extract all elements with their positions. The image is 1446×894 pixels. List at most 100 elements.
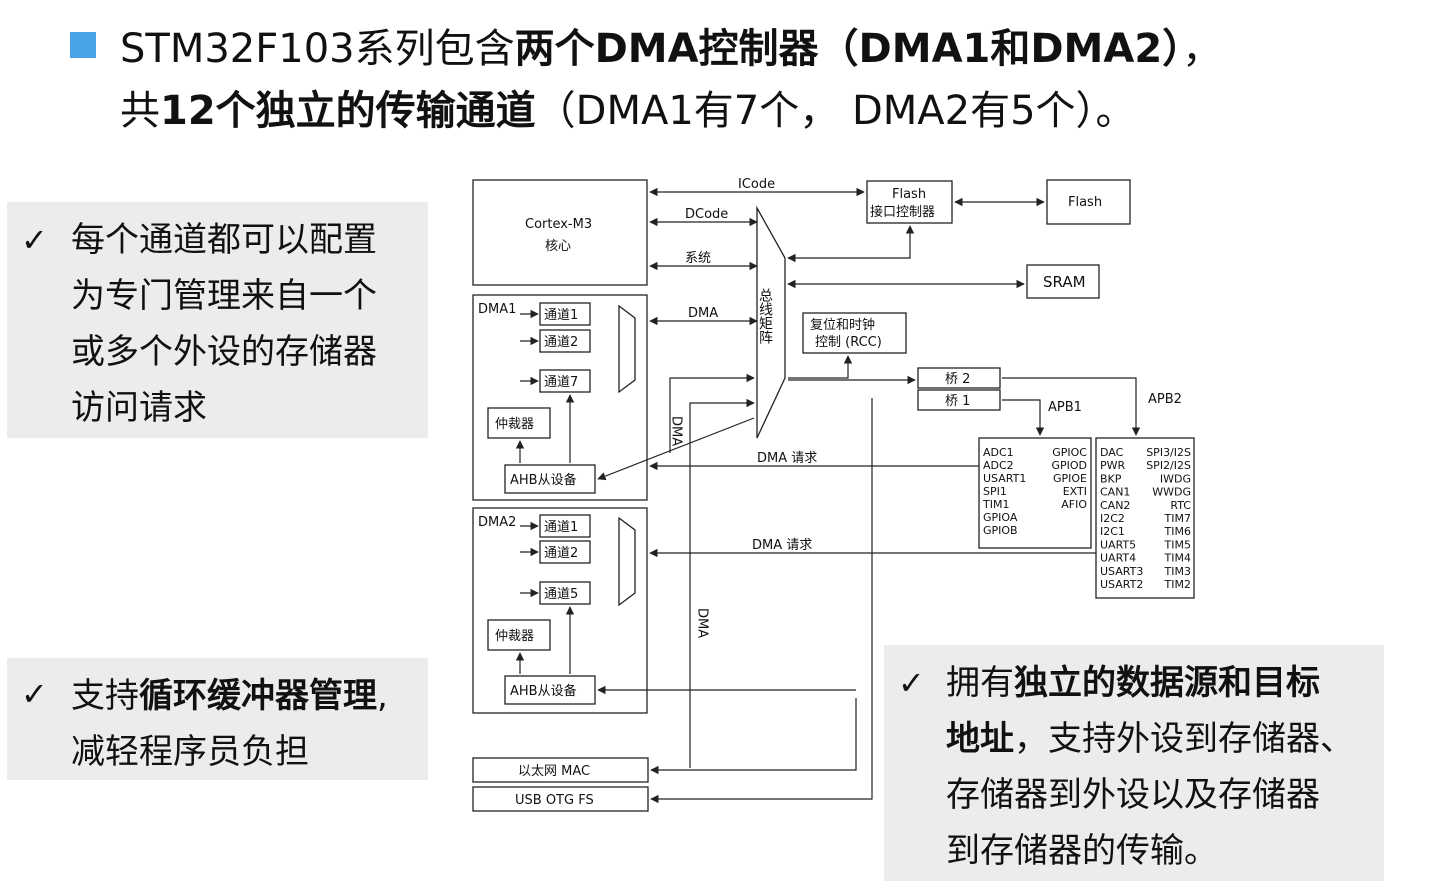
flash-ctrl-bus-arrow	[787, 225, 915, 263]
ethernet-mac-box	[472, 757, 649, 783]
apb-peripheral-label: ADC1	[983, 446, 1014, 459]
dma2-ahb-label: AHB从设备	[510, 683, 577, 699]
ahb-slave1-arrow	[597, 417, 755, 481]
apb-peripheral-label: SPI2/I2S	[1146, 459, 1191, 472]
apb-peripheral-label: RTC	[1170, 499, 1191, 512]
callout-text: 每个通道都可以配置 为专门管理来自一个 或多个外设的存储器 访问请求	[71, 212, 377, 436]
apb1-peripherals-box	[978, 437, 1092, 549]
dma1-ahb-label: AHB从设备	[510, 472, 577, 488]
dma2-bus-arrow	[689, 398, 755, 768]
apb-peripheral-label: I2C2	[1100, 512, 1125, 525]
dma2-request-label: DMA 请求	[752, 538, 812, 553]
flash-ctrl-label-2: 接口控制器	[870, 204, 935, 220]
rcc-label-2: 控制 (RCC)	[815, 335, 882, 350]
bridge1-box	[917, 389, 1001, 411]
apb-peripheral-label: TIM7	[1164, 512, 1191, 525]
apb-peripheral-label: IWDG	[1160, 472, 1191, 485]
dma2-mux-shape	[618, 516, 636, 607]
apb-peripheral-label: GPIOB	[983, 524, 1018, 537]
callout-text: 支持循环缓冲器管理, 减轻程序员负担	[71, 668, 388, 780]
dma1-request-label: DMA 请求	[757, 451, 817, 466]
apb-peripheral-label: TIM1	[982, 498, 1009, 511]
apb-peripheral-label: GPIOD	[1051, 459, 1087, 472]
dma2-vertical-label: DMA	[695, 608, 710, 638]
apb-peripheral-label: DAC	[1100, 446, 1124, 459]
callout-line: 或多个外设的存储器	[71, 332, 377, 372]
dma1-mux-shape	[618, 304, 636, 394]
dma1-ch2-label: 通道2	[544, 335, 578, 350]
apb-peripheral-label: SPI3/I2S	[1146, 446, 1191, 459]
check-icon: ✓	[898, 664, 925, 702]
dma1-bus-arrow	[669, 373, 755, 453]
apb1-label: APB1	[1048, 400, 1082, 415]
dma1-ch1-box	[539, 302, 591, 326]
dma2-arbiter-box	[487, 619, 551, 651]
apb2-arrow	[1002, 377, 1141, 436]
apb-peripheral-label: EXTI	[1063, 485, 1087, 498]
apb-peripheral-label: SPI1	[983, 485, 1007, 498]
apb-peripheral-label: BKP	[1100, 472, 1122, 485]
rcc-label: 复位和时钟	[810, 317, 875, 333]
mac-label: 以太网 MAC	[518, 764, 590, 779]
apb-peripheral-label: TIM6	[1164, 525, 1191, 538]
usb-label: USB OTG FS	[515, 793, 594, 808]
rcc-arrow	[788, 355, 853, 379]
apb-peripheral-label: GPIOA	[983, 511, 1018, 524]
callout-line: 访问请求	[71, 388, 207, 428]
bus-matrix-shape	[756, 205, 786, 439]
callout-independent-source: ✓ 拥有独立的数据源和目标 地址，支持外设到存储器、 存储器到外设以及存储器 到…	[884, 645, 1384, 881]
apb-peripheral-label: TIM2	[1164, 578, 1191, 591]
dma2-label: DMA2	[478, 515, 516, 530]
sram-box	[1026, 264, 1100, 299]
apb-peripheral-label: USART1	[983, 472, 1026, 485]
cortex-core-label: 核心	[545, 239, 571, 254]
apb-peripheral-label: WWDG	[1152, 486, 1191, 499]
dma2-ch5-box	[539, 581, 591, 605]
apb-peripheral-label: UART4	[1100, 552, 1136, 565]
dma1-arbiter-box	[487, 407, 551, 439]
dma1-label: DMA1	[478, 302, 516, 317]
mac-arrow	[650, 698, 857, 775]
apb-peripheral-label: TIM3	[1164, 565, 1191, 578]
apb-peripheral-label: TIM5	[1164, 538, 1191, 551]
apb-peripheral-label: CAN2	[1100, 499, 1130, 512]
bus-matrix-label: 总线矩阵	[757, 288, 773, 344]
apb-peripheral-label: USART3	[1100, 565, 1143, 578]
rcc-box	[802, 312, 907, 354]
callout-line: 到存储器的传输。	[946, 831, 1218, 871]
callout-emphasis: 循环缓冲器管理	[139, 676, 377, 716]
dma2-arbiter-label: 仲裁器	[495, 628, 534, 644]
dma1-ch1-label: 通道1	[544, 308, 578, 323]
title-line-2: 共12个独立的传输通道（DMA1有7个， DMA2有5个）。	[70, 80, 1430, 142]
callout-text-plain: 拥有	[946, 663, 1014, 703]
dma2-ch2-label: 通道2	[544, 546, 578, 561]
bullet-square-icon	[70, 32, 96, 58]
title-text: 共	[120, 88, 160, 134]
callout-line: 地址，支持外设到存储器、	[946, 711, 1354, 767]
icode-label: ICode	[738, 177, 775, 192]
dma1-ahb-slave-box	[504, 464, 596, 494]
dma2-ch1-box	[539, 514, 591, 538]
dma1-vertical-label: DMA	[669, 416, 684, 446]
dma1-ch7-box	[539, 369, 591, 393]
dma2-ch1-label: 通道1	[544, 520, 578, 535]
dma2-ch2-box	[539, 540, 591, 564]
apb-peripheral-label: USART2	[1100, 578, 1143, 591]
callout-channel-config: ✓ 每个通道都可以配置 为专门管理来自一个 或多个外设的存储器 访问请求	[7, 202, 428, 438]
callout-text-plain: ,	[377, 676, 388, 716]
dma-bus-label: DMA	[688, 306, 718, 321]
callout-line: 每个通道都可以配置	[71, 220, 377, 260]
bridge2-label: 桥 2	[945, 372, 970, 387]
dma1-ch2-box	[539, 329, 591, 353]
callout-text-plain: ，支持外设到存储器、	[1014, 719, 1354, 759]
callout-text-plain: 支持	[71, 676, 139, 716]
callout-circular-buffer: ✓ 支持循环缓冲器管理, 减轻程序员负担	[7, 658, 428, 780]
dma-block-diagram: Cortex-M3 核心 ICode DCode 系统 DMA 总线矩阵 Fla…	[472, 177, 1195, 812]
cortex-core-box	[472, 179, 648, 286]
usb-otg-box	[472, 786, 649, 812]
system-label: 系统	[685, 251, 711, 266]
callout-emphasis: 地址	[946, 719, 1014, 759]
apb-peripheral-label: ADC2	[983, 459, 1014, 472]
callout-line: 减轻程序员负担	[71, 732, 309, 772]
title-line-1: STM32F103系列包含两个DMA控制器（DMA1和DMA2），	[70, 18, 1430, 80]
